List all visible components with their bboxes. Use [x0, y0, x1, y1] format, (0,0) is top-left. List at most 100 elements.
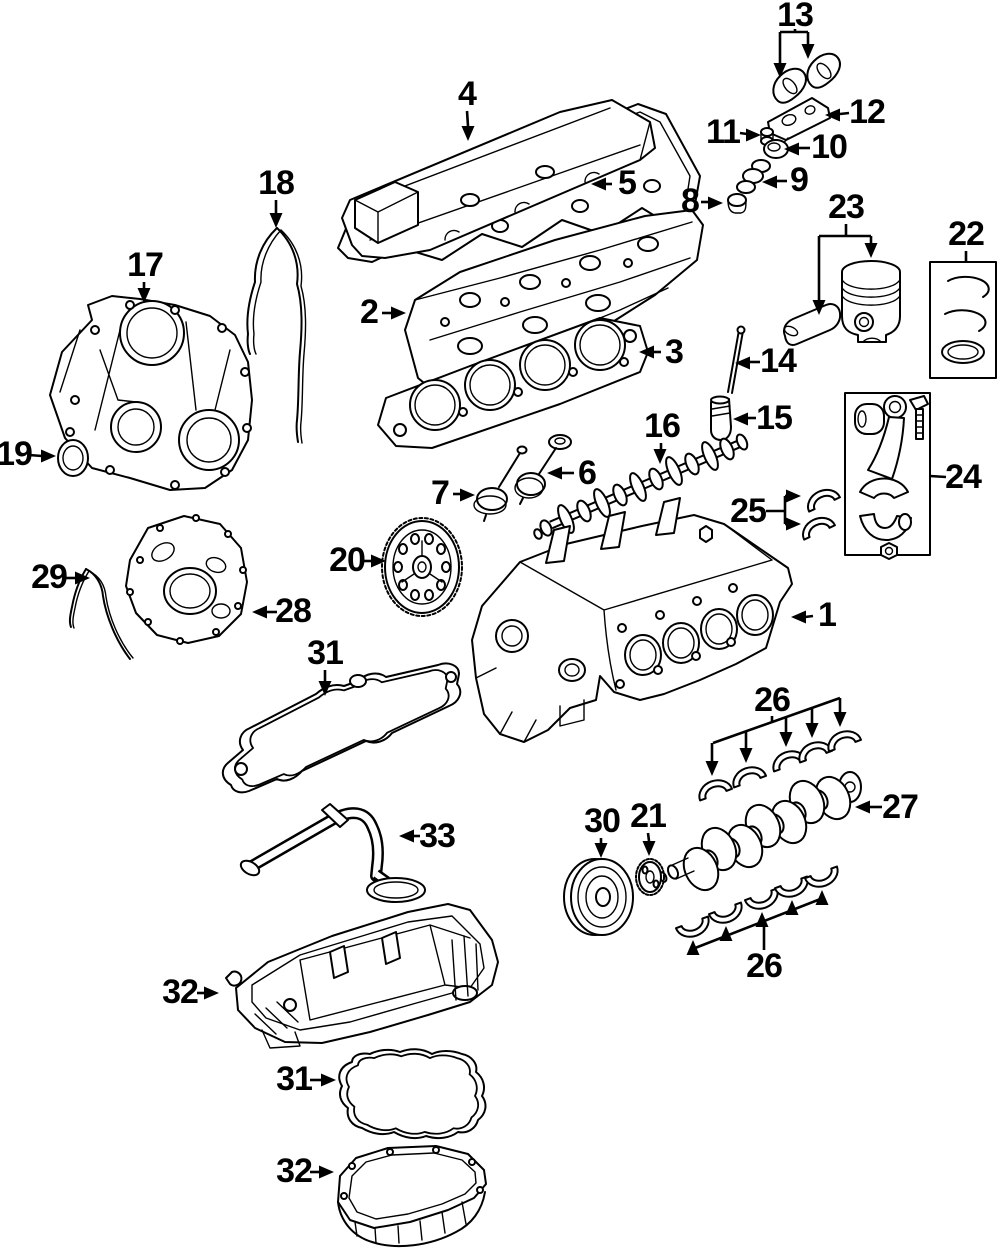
- lower-oil-pan-gasket: [338, 1048, 487, 1140]
- part-number-label: 23: [828, 188, 864, 226]
- timing-cover: [49, 295, 253, 491]
- callout-4: 4: [458, 75, 478, 141]
- callout-10: 10: [784, 128, 848, 166]
- arrowhead-left: [855, 800, 870, 814]
- arrowhead-down: [833, 712, 847, 727]
- part-number-label: 16: [644, 407, 680, 445]
- piston-ring-set: [929, 261, 997, 379]
- arrowhead-down: [653, 449, 667, 464]
- part-number-label: 3: [665, 333, 683, 371]
- callout-24: 24: [929, 458, 983, 496]
- engine-block: [471, 497, 793, 743]
- part-number-label: 24: [945, 458, 982, 496]
- callout-32: 32: [162, 973, 219, 1011]
- arrowhead-up: [719, 926, 733, 941]
- valve-cover: [341, 99, 656, 259]
- part-number-label: 32: [162, 973, 198, 1011]
- arrowhead-left: [791, 610, 806, 624]
- valve-spring: [736, 159, 771, 194]
- arrowhead-up: [785, 900, 799, 915]
- main-bearing-shell-upper: [698, 779, 734, 802]
- arrowhead-down: [705, 761, 719, 776]
- crankshaft-front-seal: [57, 439, 89, 477]
- part-number-label: 12: [849, 93, 885, 131]
- leader-line: [929, 474, 947, 479]
- arrowhead-left: [591, 177, 606, 191]
- part-number-label: 29: [31, 558, 67, 596]
- rocker-arm: [806, 52, 841, 89]
- callout-14: 14: [735, 342, 798, 380]
- callout-8: 8: [681, 182, 723, 220]
- crankshaft-gear: [635, 858, 665, 896]
- part-number-label: 6: [578, 454, 596, 492]
- callout-3: 3: [639, 333, 684, 371]
- arrowhead-down: [812, 300, 826, 315]
- arrowhead-right: [321, 1073, 336, 1087]
- connecting-rod-kit: [844, 392, 931, 560]
- callout-30: 30: [584, 802, 621, 858]
- rod-bolt: [915, 408, 924, 440]
- callout-17: 17: [127, 246, 164, 303]
- main-bearing-shell-upper: [732, 766, 768, 789]
- main-bearing-shell-lower: [803, 865, 839, 888]
- arrowhead-right: [204, 986, 219, 1000]
- arrowhead-right: [786, 517, 801, 531]
- part-number-label: 11: [706, 113, 740, 151]
- callout-23: 23: [812, 188, 878, 315]
- arrowhead-right: [460, 488, 475, 502]
- lower-oil-pan: [337, 1145, 487, 1248]
- callout-12: 12: [825, 93, 886, 131]
- part-number-label: 33: [419, 817, 455, 855]
- arrowhead-right: [391, 306, 406, 320]
- arrowhead-left: [735, 356, 750, 370]
- spring-seat: [727, 193, 747, 214]
- callout-2: 2: [360, 293, 406, 331]
- part-number-label: 31: [307, 634, 343, 672]
- callout-26: 26: [705, 681, 847, 776]
- leader-line: [689, 896, 824, 952]
- arrowhead-down: [805, 723, 819, 738]
- arrowhead-down: [779, 732, 793, 747]
- piston: [841, 260, 901, 343]
- upper-oil-pan: [225, 903, 499, 1049]
- valve-exhaust: [473, 445, 528, 522]
- arrowhead-left: [784, 142, 799, 156]
- callout-18: 18: [258, 164, 295, 228]
- part-number-label: 9: [790, 161, 808, 199]
- oil-pickup-tube: [239, 803, 426, 903]
- arrowhead-down: [461, 126, 475, 141]
- part-number-label: 25: [730, 492, 766, 530]
- part-number-label: 5: [618, 164, 636, 202]
- part-number-label: 31: [276, 1060, 312, 1098]
- callout-11: 11: [706, 113, 761, 151]
- main-bearing-shell-lower: [707, 901, 743, 924]
- part-number-label: 22: [948, 215, 984, 253]
- rod-bolt-head: [909, 395, 929, 411]
- leader-line: [646, 832, 651, 842]
- camshaft-gear: [381, 517, 463, 617]
- part-number-label: 28: [275, 592, 311, 630]
- rocker-arm: [772, 67, 807, 104]
- piston-pin: [783, 303, 842, 346]
- leader-line: [739, 131, 748, 136]
- part-number-label: 15: [756, 399, 792, 437]
- piston-pin-small: [854, 403, 885, 435]
- callout-16: 16: [644, 407, 681, 464]
- part-number-label: 18: [258, 164, 294, 202]
- rod-small-end: [883, 395, 907, 419]
- rocker-arm-kit: [727, 52, 841, 214]
- leader-line: [839, 111, 850, 116]
- main-bearing-shell-lower: [773, 875, 809, 898]
- arrowhead-down: [864, 243, 878, 258]
- arrowhead-right: [786, 489, 801, 503]
- callout-31: 31: [307, 634, 344, 696]
- arrowhead-down: [318, 681, 332, 696]
- arrowhead-down: [137, 288, 151, 303]
- callout-31: 31: [276, 1060, 336, 1098]
- front-cover-gasket: [246, 227, 307, 444]
- callout-13: 13: [773, 0, 815, 78]
- valve-keeper: [760, 127, 774, 146]
- callout-29: 29: [31, 558, 90, 596]
- arrowhead-left: [639, 345, 654, 359]
